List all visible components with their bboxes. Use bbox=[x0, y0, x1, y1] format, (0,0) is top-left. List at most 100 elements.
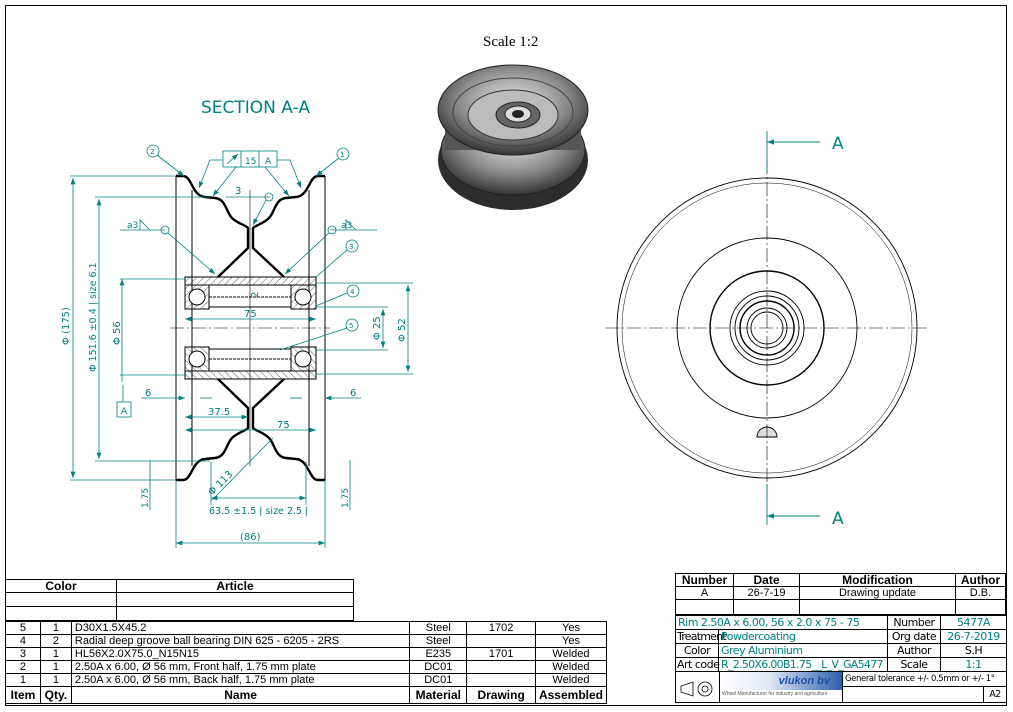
section-mark-bottom: A bbox=[832, 509, 844, 529]
rev-header-modification: Modification bbox=[799, 573, 956, 587]
bom-qty: 1 bbox=[39, 660, 72, 674]
dim-diameter-151-6: Φ 151.6 ±0.4 | size 6.1 bbox=[88, 262, 99, 372]
bom-name: D30X1.5X45.2 bbox=[70, 621, 411, 635]
bom-assembled: Welded bbox=[534, 673, 608, 687]
art-code-label: Art code bbox=[675, 657, 720, 672]
dim-diameter-25: Φ 25 bbox=[372, 316, 383, 340]
weld-size: 3 bbox=[235, 186, 241, 197]
bom-drawing bbox=[466, 673, 536, 687]
balloon-1: 1 bbox=[340, 151, 344, 159]
balloon-3: 3 bbox=[349, 243, 353, 251]
dim-6-right: 6 bbox=[350, 388, 356, 399]
bom-material: E235 bbox=[409, 647, 468, 661]
bom-qty: 2 bbox=[39, 634, 72, 648]
side-view bbox=[605, 131, 930, 525]
dimension-lines bbox=[70, 144, 413, 548]
drawing-frame bbox=[5, 5, 1007, 706]
revision-table: Number Date Modification Author A 26-7-1… bbox=[675, 573, 1006, 615]
description: Rim 2.50A x 6.00, 56 x 2.0 x 75 - 75 bbox=[675, 615, 888, 630]
dim-6-left: 6 bbox=[145, 388, 151, 399]
bom-name: 2.50A x 6.00, Ø 56 mm, Back half, 1.75 m… bbox=[70, 673, 411, 687]
weld-a3-right: a3 bbox=[341, 221, 352, 231]
bom-assembled: Yes bbox=[534, 634, 608, 648]
bom-material: DC01 bbox=[409, 673, 468, 687]
bom-assembled: Welded bbox=[534, 660, 608, 674]
bom-name: HL56X2.0X75.0_N15N15 bbox=[70, 647, 411, 661]
org-date: 26-7-2019 bbox=[940, 629, 1007, 644]
company-tagline: Wheel Manufacturer for industry and agri… bbox=[722, 691, 828, 697]
dim-thickness-left: 1.75 bbox=[141, 488, 151, 508]
bom-item: 2 bbox=[5, 660, 41, 674]
bom-qty: 1 bbox=[39, 673, 72, 687]
author-label: Author bbox=[887, 643, 941, 658]
section-title: SECTION A-A bbox=[201, 98, 310, 118]
number-label: Number bbox=[887, 615, 941, 630]
art-code: R_2.50X6.00B1.75__L_V_GA5477 bbox=[718, 657, 888, 672]
dim-63-5: 63.5 ±1.5 | size 2.5 | bbox=[209, 506, 308, 517]
header-drawing: Drawing bbox=[466, 686, 536, 704]
bom-item: 3 bbox=[5, 647, 41, 661]
rev-header-author: Author bbox=[955, 573, 1006, 587]
bom-drawing: 1702 bbox=[466, 621, 536, 635]
color: Grey Aluminium bbox=[718, 643, 888, 658]
header-item: Item bbox=[5, 686, 41, 704]
scale: 1:1 bbox=[940, 657, 1007, 672]
treatment: Powdercoating bbox=[718, 629, 888, 644]
balloon-2: 2 bbox=[150, 148, 154, 156]
company-logo: vlukon bv Wheel Manufacturer for industr… bbox=[720, 672, 843, 702]
bom-assembled: Welded bbox=[534, 647, 608, 661]
tolerance-datum: A bbox=[265, 157, 272, 167]
rev-modification: Drawing update bbox=[799, 586, 956, 600]
dim-86: (86) bbox=[240, 532, 261, 543]
bom-qty: 1 bbox=[39, 647, 72, 661]
article-header: Article bbox=[116, 579, 354, 593]
bom-assembled: Yes bbox=[534, 621, 608, 635]
company-name: vlukon bv bbox=[720, 672, 842, 690]
bom-name: Radial deep groove ball bearing DIN 625 … bbox=[70, 634, 411, 648]
scale-title: Scale 1:2 bbox=[483, 34, 539, 50]
section-mark-top: A bbox=[832, 134, 844, 154]
bom-name: 2.50A x 6.00, Ø 56 mm, Front half, 1.75 … bbox=[70, 660, 411, 674]
bom-item: 4 bbox=[5, 634, 41, 648]
dim-thickness-right: 1.75 bbox=[341, 488, 351, 508]
drawing-number: 5477A bbox=[940, 615, 1007, 630]
general-tolerance: General tolerance +/- 0.5mm or +/- 1° bbox=[843, 672, 1006, 687]
rev-date: 26-7-19 bbox=[733, 586, 800, 600]
bom-drawing: 1701 bbox=[466, 647, 536, 661]
bom-qty: 1 bbox=[39, 621, 72, 635]
header-material: Material bbox=[409, 686, 468, 704]
dim-37-5: 37.5 bbox=[208, 407, 230, 418]
scale-label: Scale bbox=[887, 657, 941, 672]
iso-rim-render bbox=[437, 64, 589, 210]
dim-diameter-175: Φ (175) bbox=[61, 307, 72, 345]
balloon-4: 4 bbox=[350, 288, 355, 296]
bom-drawing bbox=[466, 634, 536, 648]
bom-item: 5 bbox=[5, 621, 41, 635]
header-qty: Qty. bbox=[39, 686, 72, 704]
bom-drawing bbox=[466, 660, 536, 674]
bom-item: 1 bbox=[5, 673, 41, 687]
org-date-label: Org date bbox=[887, 629, 941, 644]
rev-number: A bbox=[675, 586, 734, 600]
tolerance-value: 15 bbox=[245, 157, 256, 167]
section-view: SECTION A-A bbox=[61, 98, 413, 548]
bom-material: Steel bbox=[409, 634, 468, 648]
dim-width-75-top: 75 bbox=[244, 309, 257, 320]
dim-diameter-56: Φ 56 bbox=[112, 321, 123, 345]
treatment-label: Treatment bbox=[675, 629, 727, 644]
weld-a3-left: a3 bbox=[127, 221, 138, 231]
rev-author: D.B. bbox=[955, 586, 1006, 600]
datum-label: A bbox=[121, 407, 128, 417]
color-header: Color bbox=[5, 579, 117, 593]
balloon-5: 5 bbox=[349, 322, 353, 330]
bom-material: Steel bbox=[409, 621, 468, 635]
dim-wall-2: 2 bbox=[250, 292, 261, 298]
